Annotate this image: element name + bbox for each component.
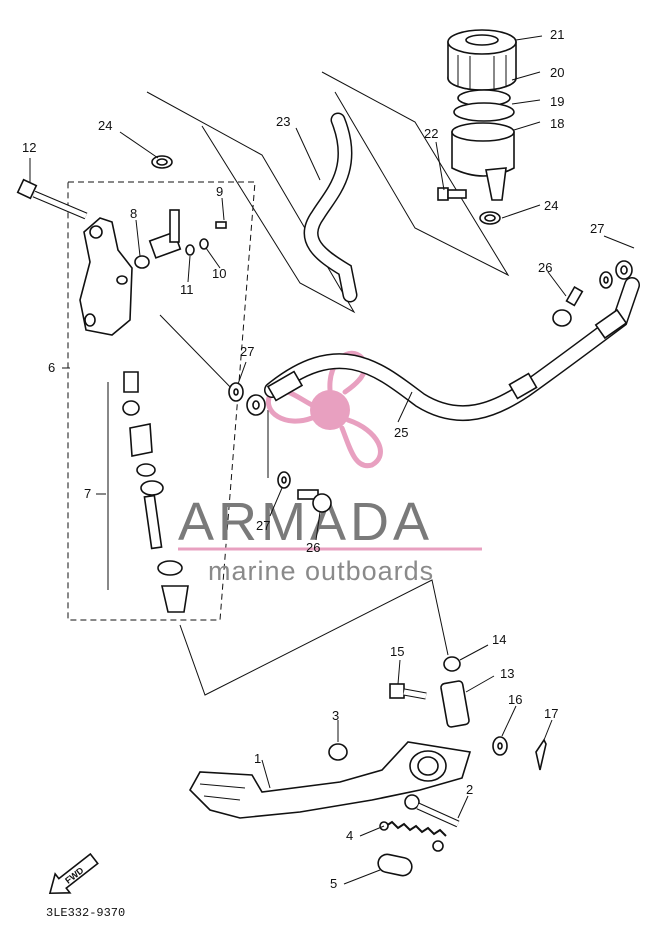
callout-6: 6 bbox=[48, 360, 55, 375]
drawing-code: 3LE332-9370 bbox=[46, 906, 125, 920]
callout-26-lower: 26 bbox=[306, 540, 320, 555]
callout-4: 4 bbox=[346, 828, 353, 843]
callout-18: 18 bbox=[550, 116, 564, 131]
callout-24-lower: 24 bbox=[544, 198, 558, 213]
callout-9: 9 bbox=[216, 184, 223, 199]
callout-2: 2 bbox=[466, 782, 473, 797]
watermark-tagline: marine outboards bbox=[208, 556, 434, 586]
hose-clamp-upper bbox=[151, 155, 173, 169]
reservoir-cap bbox=[447, 29, 517, 91]
callout-11: 11 bbox=[180, 282, 194, 297]
brake-pedal bbox=[189, 741, 472, 819]
pedal-pivot-bolt bbox=[404, 794, 460, 828]
callout-16: 16 bbox=[508, 692, 522, 707]
piston-kit bbox=[107, 371, 189, 613]
callout-8: 8 bbox=[130, 206, 137, 221]
pin-washer bbox=[492, 736, 508, 756]
reservoir-body bbox=[451, 122, 515, 201]
callout-17: 17 bbox=[544, 706, 558, 721]
armada-watermark: ARMADA marine outboards bbox=[178, 350, 482, 586]
callout-14: 14 bbox=[492, 632, 506, 647]
reservoir-diaphragm bbox=[453, 102, 515, 122]
callout-1: 1 bbox=[254, 751, 261, 766]
copper-washers bbox=[228, 260, 633, 489]
spring-guide bbox=[377, 853, 413, 877]
callout-25: 25 bbox=[394, 425, 408, 440]
reference-lines bbox=[67, 71, 510, 696]
reservoir-bolt bbox=[437, 187, 467, 201]
forward-arrow-icon: FWD bbox=[48, 852, 99, 895]
callout-10: 10 bbox=[212, 266, 226, 281]
callout-19: 19 bbox=[550, 94, 564, 109]
callout-7: 7 bbox=[84, 486, 91, 501]
callout-24-upper: 24 bbox=[98, 118, 112, 133]
callout-5: 5 bbox=[330, 876, 337, 891]
callout-21: 21 bbox=[550, 27, 564, 42]
callout-labels: 1 2 3 4 5 6 7 8 9 10 11 12 13 14 15 16 1… bbox=[22, 27, 604, 891]
pedal-nut bbox=[328, 743, 348, 761]
callout-26-upper: 26 bbox=[538, 260, 552, 275]
callout-3: 3 bbox=[332, 708, 339, 723]
callout-27-mid: 27 bbox=[240, 344, 254, 359]
return-spring bbox=[379, 820, 447, 852]
pushrod-joint bbox=[440, 656, 470, 728]
callout-13: 13 bbox=[500, 666, 514, 681]
callout-22: 22 bbox=[424, 126, 438, 141]
callout-15: 15 bbox=[390, 644, 404, 659]
mounting-bolt bbox=[16, 178, 88, 220]
master-cylinder-body bbox=[79, 217, 133, 336]
joint-pin bbox=[389, 683, 427, 700]
union-bolt-lower bbox=[297, 489, 332, 513]
cotter-pin bbox=[535, 738, 547, 771]
watermark-hub bbox=[310, 390, 350, 430]
callout-leaders bbox=[29, 35, 635, 885]
callout-20: 20 bbox=[550, 65, 564, 80]
callout-12: 12 bbox=[22, 140, 36, 155]
union-bolt-upper bbox=[552, 285, 584, 327]
callout-23: 23 bbox=[276, 114, 290, 129]
callout-27-upper: 27 bbox=[590, 221, 604, 236]
hose-joint bbox=[134, 209, 227, 269]
hose-clamp-lower bbox=[479, 211, 501, 225]
callout-27-lower: 27 bbox=[256, 518, 270, 533]
watermark-brand: ARMADA bbox=[178, 492, 433, 552]
